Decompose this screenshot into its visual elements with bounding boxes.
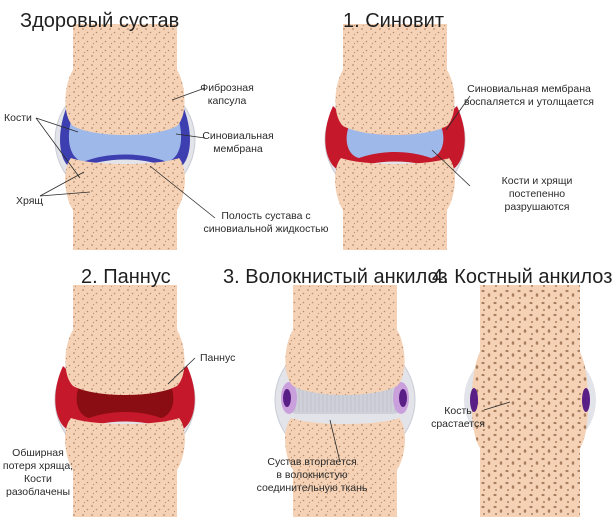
leader-line [171, 87, 206, 101]
label-line: разоблачены [5, 486, 71, 498]
label-fibrous-capsule: Фиброзная капсула [196, 82, 258, 108]
purple-core-right [399, 389, 407, 407]
title-fibrous-ankylosis: 3. Волокнистый анкилоз [223, 266, 448, 288]
upper-bone-shape [285, 285, 405, 395]
lower-bone-shape [65, 158, 185, 250]
leader-line [329, 419, 341, 463]
label-line: капсула [207, 95, 247, 107]
label-line: синовиальной жидкостью [203, 223, 329, 235]
label-joint-cavity: Полость сустава с синовиальной жидкостью [196, 210, 336, 236]
label-line: Синовиальная мембрана [467, 83, 591, 95]
lower-bone-shape [335, 158, 455, 250]
leader-line [35, 117, 81, 179]
label-line: Кость [444, 405, 472, 417]
upper-bone-shape [65, 285, 185, 395]
upper-bone-shape [335, 24, 455, 135]
purple-core-left [283, 389, 291, 407]
joint-fibrous [274, 285, 416, 517]
label-line: потеря хряща; [2, 460, 74, 472]
label-inflamed-membrane: Синовиальная мембрана воспаляется и утол… [462, 83, 596, 109]
title-pannus: 2. Паннус [81, 266, 171, 288]
label-cartilage: Хрящ [16, 195, 44, 207]
label-line: воспаляется и утолщается [464, 96, 594, 108]
label-pannus: Паннус [200, 352, 236, 364]
joint-synovitis [324, 24, 466, 250]
lower-bone-shape [65, 418, 185, 517]
leader-line [39, 191, 91, 197]
label-line: Обширная [12, 447, 64, 459]
label-line: Полость сустава с [221, 210, 311, 222]
purple-core-right [582, 388, 590, 412]
joint-bony [464, 285, 596, 517]
joint-healthy [54, 24, 196, 250]
label-line: в волокнистую [276, 469, 348, 481]
label-line: Фиброзная [200, 82, 254, 94]
pannus-shape [76, 386, 174, 418]
leader-line [39, 171, 85, 197]
title-bony-ankylosis: 4. Костный анкилоз [432, 266, 612, 288]
leader-line [149, 165, 216, 219]
leader-line [445, 95, 471, 131]
lower-bone-shape [285, 418, 405, 517]
label-line: соединительную ткань [256, 482, 368, 494]
label-synovial-membrane: Синовиальная мембрана [200, 130, 276, 156]
leader-line [35, 117, 79, 133]
label-line: Сустав вторгается [267, 456, 357, 468]
label-line: Кости [24, 473, 52, 485]
leader-line [175, 133, 206, 139]
label-line: мембрана [213, 143, 263, 155]
leader-line [167, 357, 196, 385]
label-cartilage-loss: Обширная потеря хряща; Кости разоблачены [2, 447, 74, 499]
fused-bone-shape [471, 285, 589, 517]
label-bones: Кости [4, 112, 32, 124]
label-line: Синовиальная [202, 130, 274, 142]
label-line: срастается [431, 418, 485, 430]
label-line: постепенно разрушаются [504, 188, 570, 213]
purple-core-left [470, 388, 478, 412]
leader-line [431, 149, 471, 187]
label-bone-fusion: Кость срастается [428, 405, 488, 431]
upper-bone-shape [65, 24, 185, 135]
label-fibrous-invasion: Сустав вторгается в волокнистую соединит… [250, 456, 374, 495]
title-synovitis: 1. Синовит [343, 10, 444, 32]
title-healthy: Здоровый сустав [20, 10, 180, 32]
label-line: Кости и хрящи [501, 175, 573, 187]
damaged-cartilage-shape [346, 126, 444, 158]
joint-pannus [54, 285, 196, 517]
leader-line [483, 401, 511, 411]
label-bones-destroyed: Кости и хрящи постепенно разрушаются [476, 175, 598, 214]
